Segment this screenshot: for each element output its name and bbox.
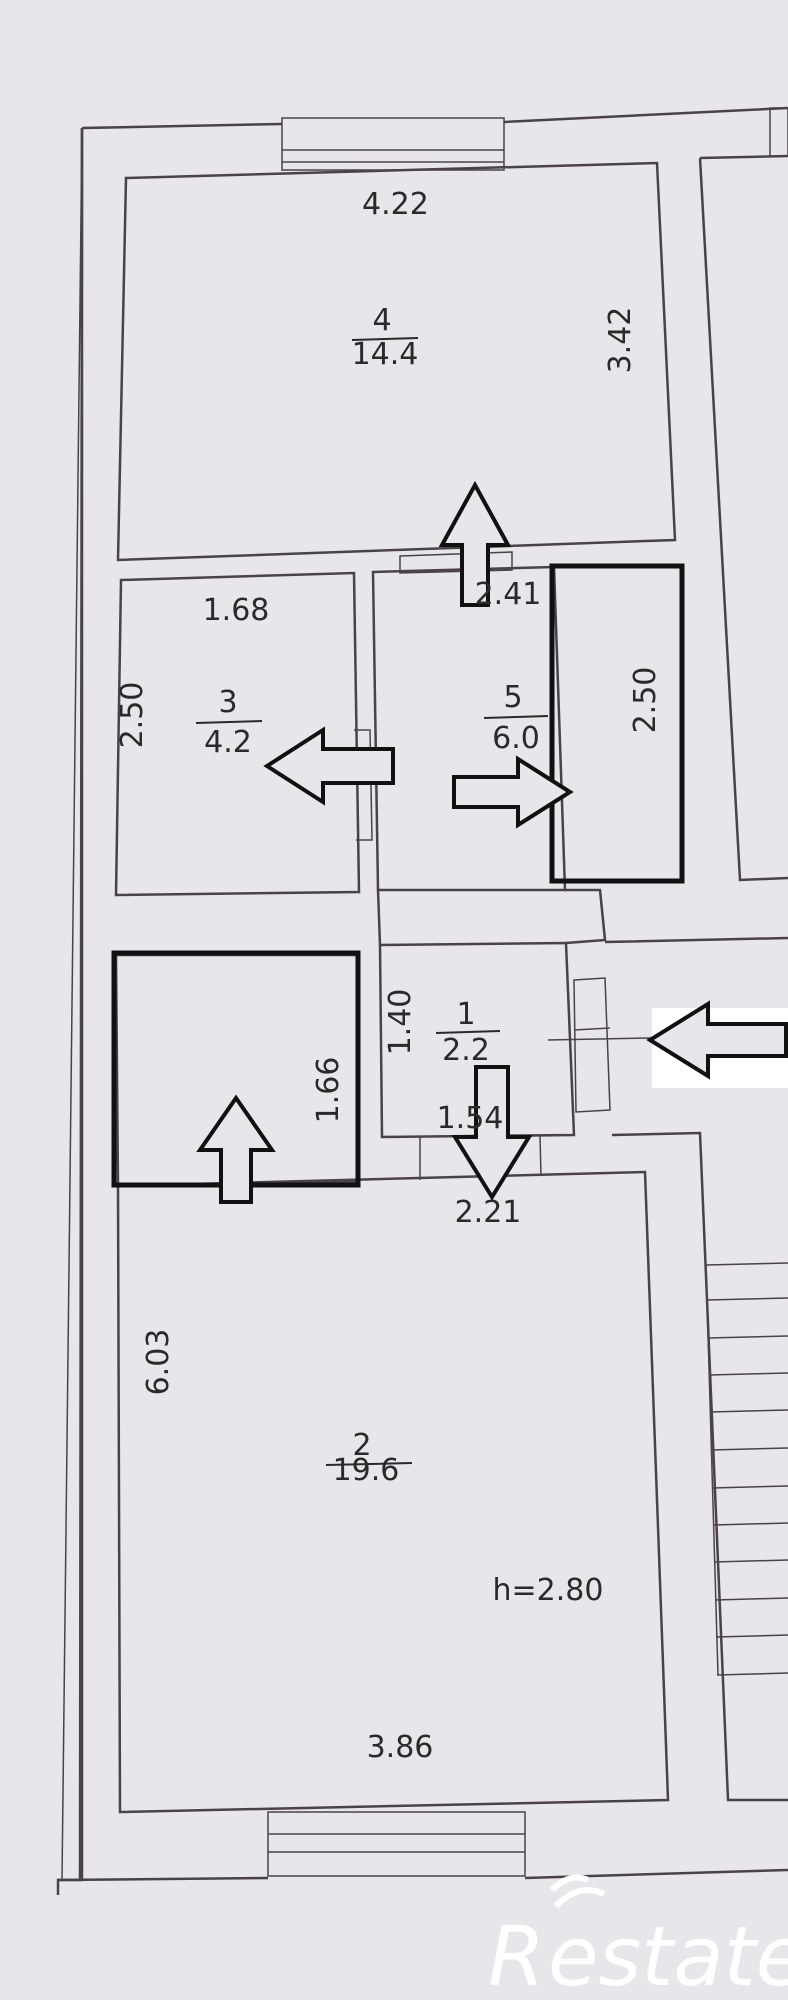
room-3 <box>114 571 361 897</box>
arrow-up-icon <box>196 1094 276 1204</box>
entrance-line <box>547 1037 651 1041</box>
room-3-height: 2.50 <box>115 682 150 749</box>
room-3-width: 1.68 <box>203 593 270 628</box>
room-2-bottom-width: 3.86 <box>367 1730 434 1765</box>
corridor-walls <box>376 888 607 946</box>
door-room-2 <box>419 1135 542 1180</box>
room-2-side: 6.03 <box>141 1329 176 1396</box>
logo-text: estate <box>548 1910 788 2000</box>
arrow-down-icon <box>451 1065 533 1201</box>
room-5-area: 6.0 <box>492 721 540 756</box>
outer-wall-bottom <box>57 1868 788 1882</box>
bottom-window <box>267 1811 526 1877</box>
outer-wall-top <box>81 106 788 130</box>
left-box-height: 1.66 <box>311 1057 346 1124</box>
room-4-width: 4.22 <box>362 187 429 222</box>
outer-wall-left <box>78 127 84 1881</box>
room-2-number: 2 <box>352 1428 371 1463</box>
room-4-number: 4 <box>372 303 391 338</box>
room-4-height: 3.42 <box>603 307 638 374</box>
top-window <box>281 117 505 171</box>
restate-logo: R estate <box>488 1874 788 2000</box>
room-2-ceiling-height: h=2.80 <box>493 1573 604 1608</box>
room-2-fraction-line <box>325 1462 413 1466</box>
room-5-number: 5 <box>503 680 522 715</box>
arrow-left-icon <box>263 726 395 806</box>
room-1-fraction-line <box>435 1030 501 1034</box>
room-1-height: 1.40 <box>383 989 418 1056</box>
entrance-arrow-left-icon <box>646 1000 788 1080</box>
door-room-1 <box>573 977 611 1113</box>
room-1-area: 2.2 <box>442 1033 490 1068</box>
arrow-right-icon <box>452 755 574 829</box>
logo-letter: R <box>488 1910 545 2000</box>
arrow-up-icon <box>438 480 512 607</box>
right-wing-wall <box>698 154 788 882</box>
room-4-area: 14.4 <box>352 337 419 372</box>
room-5-fraction-line <box>483 715 549 719</box>
room-4-fraction-line <box>351 337 419 341</box>
room-1-number: 1 <box>456 997 475 1032</box>
logo-signal-icon <box>549 1874 606 1909</box>
stair-hall <box>604 936 788 1802</box>
room-5-height: 2.50 <box>628 667 663 734</box>
room-2-top-width: 2.21 <box>455 1195 522 1230</box>
room-4 <box>116 161 677 562</box>
room-2 <box>116 1170 670 1814</box>
room-5-width: 2.41 <box>475 577 542 612</box>
room-3-number: 3 <box>218 685 237 720</box>
top-right-window <box>769 107 788 157</box>
room-1-width: 1.54 <box>437 1101 504 1136</box>
exterior-edge-left <box>61 127 83 1881</box>
room-3-area: 4.2 <box>204 725 252 760</box>
room-2-area: 19.6 <box>333 1453 400 1488</box>
room-1 <box>378 941 576 1139</box>
room-3-fraction-line <box>195 720 263 724</box>
stairs <box>705 1262 788 1676</box>
highlight-box-right <box>549 563 685 884</box>
